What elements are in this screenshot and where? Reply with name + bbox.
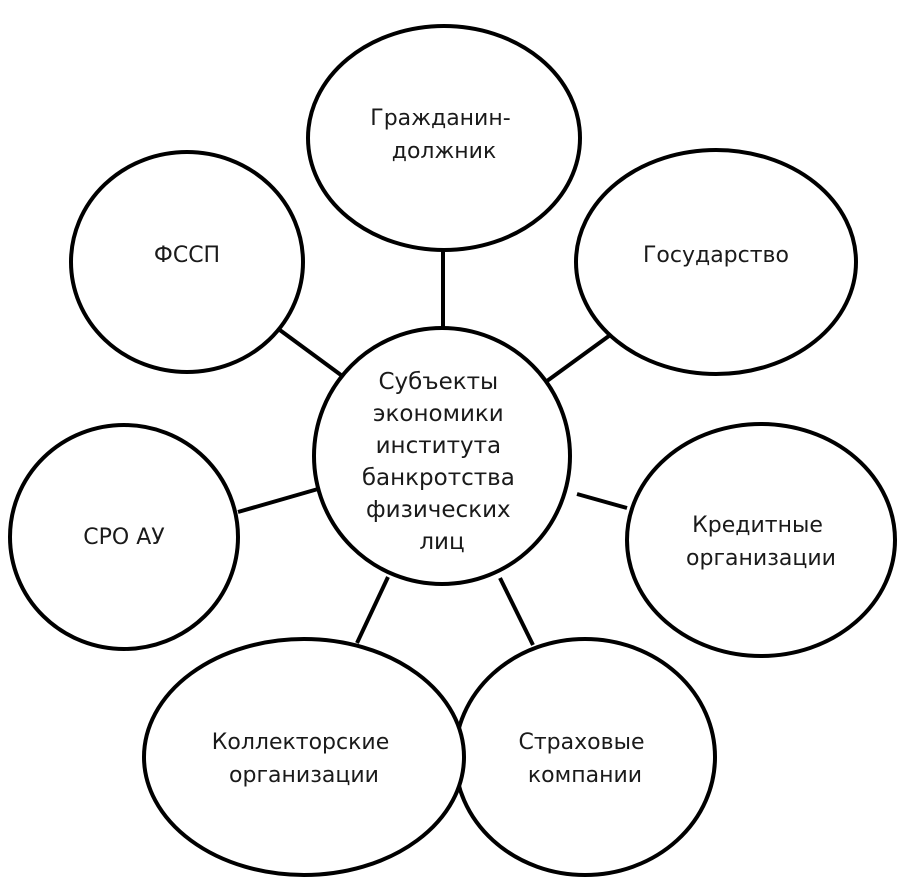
node-citizen-debtor-line-1: Гражданин- xyxy=(370,106,510,131)
node-collection-organizations-line-1: Коллекторские xyxy=(212,730,389,755)
node-sro-au: СРО АУ xyxy=(8,423,240,651)
node-fssp-label: ФССП xyxy=(154,243,220,268)
center-node-shape xyxy=(312,326,572,586)
node-state-label: Государство xyxy=(643,243,789,268)
node-sro-au-line-1: СРО АУ xyxy=(83,525,165,550)
node-state: Государство xyxy=(574,148,858,376)
center-node-label: Субъекты экономики института банкротства… xyxy=(362,369,522,555)
node-insurance-companies: Страховые компании xyxy=(453,637,717,877)
node-fssp-shape xyxy=(69,150,305,374)
node-credit-organizations: Кредитные организации xyxy=(625,422,897,658)
connector-collection-organizations xyxy=(355,576,390,644)
node-citizen-debtor-line-2: должник xyxy=(392,139,497,164)
node-fssp: ФССП xyxy=(69,150,305,374)
connector-credit-organizations xyxy=(576,492,628,510)
node-collection-organizations-label: Коллекторские организации xyxy=(212,730,396,788)
connectors xyxy=(237,250,628,646)
node-insurance-companies-shape xyxy=(453,637,717,877)
connector-insurance-companies xyxy=(498,577,535,646)
connector-state xyxy=(545,331,615,383)
node-credit-organizations-line-1: Кредитные xyxy=(692,513,823,538)
center-line-6: лиц xyxy=(419,529,464,555)
center-line-2: экономики xyxy=(373,401,504,427)
node-collection-organizations: Коллекторские организации xyxy=(142,637,466,877)
center-line-3: института xyxy=(376,433,501,459)
node-insurance-companies-line-1: Страховые xyxy=(519,730,645,755)
node-collection-organizations-shape xyxy=(142,637,466,877)
node-insurance-companies-line-2: компании xyxy=(528,763,642,788)
connector-fssp xyxy=(271,323,347,380)
node-credit-organizations-line-2: организации xyxy=(686,546,836,571)
node-sro-au-label: СРО АУ xyxy=(83,525,165,550)
node-citizen-debtor-label: Гражданин- должник xyxy=(370,106,517,164)
center-line-1: Субъекты xyxy=(378,369,498,395)
node-credit-organizations-shape xyxy=(625,422,897,658)
node-state-line-1: Государство xyxy=(643,243,789,268)
node-citizen-debtor-shape xyxy=(306,24,582,252)
connector-sro-au xyxy=(237,487,319,514)
node-collection-organizations-line-2: организации xyxy=(229,763,379,788)
node-fssp-line-1: ФССП xyxy=(154,243,220,268)
node-state-shape xyxy=(574,148,858,376)
node-insurance-companies-label: Страховые компании xyxy=(519,730,652,788)
center-line-5: физических xyxy=(366,497,511,523)
node-citizen-debtor: Гражданин- должник xyxy=(306,24,582,252)
center-line-4: банкротства xyxy=(362,465,515,491)
node-sro-au-shape xyxy=(8,423,240,651)
center-node: Субъекты экономики института банкротства… xyxy=(312,326,572,586)
node-credit-organizations-label: Кредитные организации xyxy=(686,513,836,571)
